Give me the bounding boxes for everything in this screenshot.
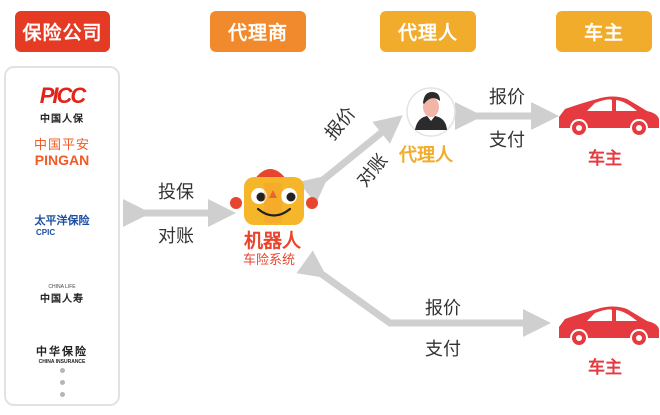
- chinalife-name-cn: 中国人寿: [40, 294, 84, 305]
- agent-avatar-icon: [406, 87, 456, 137]
- header-owner: 车主: [556, 11, 652, 52]
- logo-cpic: 太平洋保险 CPIC: [6, 210, 118, 237]
- robot-title: 机器人: [244, 230, 302, 252]
- robot-icon: [230, 169, 318, 225]
- robot-subtitle: 车险系统: [243, 253, 296, 268]
- logo-pingan: 中国平安 PINGAN: [6, 138, 118, 168]
- owner-bottom-label: 车主: [588, 358, 622, 378]
- chinalife-name-en: CHINA LIFE: [48, 284, 76, 290]
- chinainsurance-name-cn: 中华保险: [36, 345, 88, 358]
- header-dealer: 代理商: [210, 11, 306, 52]
- car-icon-top: [559, 96, 659, 137]
- insurer-panel: PICC 中国人保 中国平安 PINGAN 太平洋保险 CPIC CHINA L…: [4, 66, 120, 406]
- car-icon-bottom: [559, 306, 659, 347]
- picc-name: 中国人保: [40, 114, 84, 125]
- logo-chinalife: CHINA LIFE 中国人寿: [6, 284, 118, 305]
- owner-top-label: 车主: [588, 149, 622, 169]
- label-reconcile-1: 对账: [158, 226, 194, 247]
- label-insure: 投保: [158, 182, 194, 203]
- agent-node-label: 代理人: [399, 145, 453, 166]
- header-insurer: 保险公司: [15, 11, 110, 52]
- label-quote-2: 报价: [489, 87, 525, 108]
- label-quote-3: 报价: [425, 298, 461, 319]
- arrow-robot-owner: [296, 250, 551, 337]
- logo-chinainsurance: 中华保险 CHINA INSURANCE: [6, 341, 118, 365]
- arrow-robot-agent: [298, 115, 403, 204]
- pingan-name-en: PINGAN: [34, 152, 90, 168]
- chinainsurance-name-en: CHINA INSURANCE: [38, 359, 86, 365]
- picc-mark: PICC: [39, 83, 87, 108]
- cpic-name-en: CPIC: [36, 228, 56, 237]
- logo-picc: PICC 中国人保: [6, 83, 118, 126]
- cpic-name-cn: 太平洋保险: [34, 214, 90, 227]
- header-agent: 代理人: [380, 11, 476, 52]
- pingan-name-cn: 中国平安: [33, 138, 90, 153]
- more-dots-icon: [60, 368, 66, 404]
- label-pay-2: 支付: [425, 339, 461, 360]
- label-pay-1: 支付: [489, 130, 525, 151]
